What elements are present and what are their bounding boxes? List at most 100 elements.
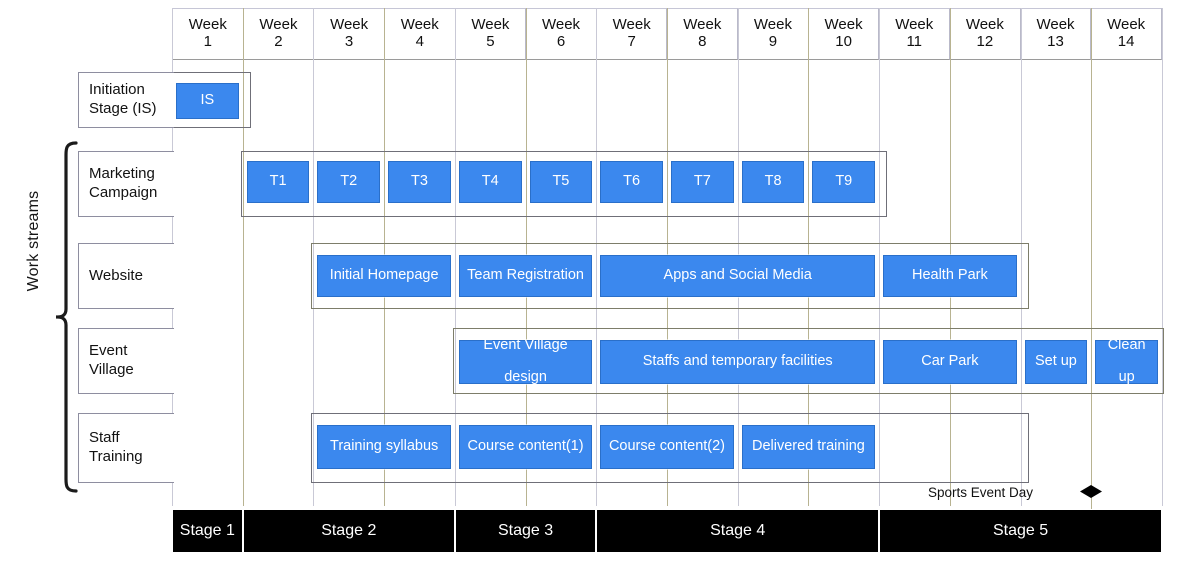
task-bar[interactable]: Car Park (883, 340, 1017, 384)
week-word: Week (895, 16, 934, 34)
task-bar-label: Health Park (911, 267, 988, 284)
week-number: 6 (556, 33, 566, 50)
grid-line (596, 8, 598, 506)
week-number: 1 (203, 33, 212, 50)
grid-line (242, 8, 244, 506)
task-bar[interactable]: Course content(2) (600, 425, 734, 469)
task-bar[interactable]: T8 (741, 161, 805, 203)
row-track-website (311, 243, 1029, 309)
row-label-text: Website (89, 266, 143, 284)
task-bar[interactable]: T4 (458, 161, 522, 203)
task-bar[interactable]: Delivered training (741, 425, 876, 469)
task-bar-label: T1 (269, 173, 287, 190)
stage-label: Stage 2 (321, 522, 377, 539)
row-track-staff-training (311, 413, 1029, 483)
task-bar-label: T7 (693, 173, 711, 190)
task-bar-label: Team Registration (467, 267, 584, 284)
week-word: Week (965, 16, 1004, 34)
row-track-event-village (452, 328, 1164, 394)
stage-label: Stage 4 (710, 522, 766, 539)
task-bar[interactable]: Initial Homepage (317, 255, 451, 297)
week-word: Week (1036, 16, 1075, 34)
stage-cell-stage-3: Stage 3 (454, 509, 597, 553)
task-bar-label: T6 (623, 173, 641, 190)
task-bar[interactable]: Staffs and temporary facilities (600, 340, 876, 384)
task-bar-label: T3 (411, 173, 428, 190)
task-bar-label: Staffs and temporary facilities (642, 353, 833, 370)
stage-label: Stage 1 (179, 522, 235, 539)
task-bar-label: Training syllabus (330, 438, 439, 455)
task-bar[interactable]: Set up (1024, 340, 1088, 384)
task-bar[interactable]: T5 (529, 161, 593, 203)
task-bar-label: Clean (1107, 337, 1146, 354)
week-word: Week (753, 16, 792, 34)
week-word: Week (1107, 16, 1146, 34)
task-bar[interactable]: T3 (388, 161, 451, 203)
milestone-guide-line (1091, 60, 1093, 509)
task-bar[interactable]: T7 (671, 161, 734, 203)
task-bar-label: Apps and Social Media (663, 267, 812, 284)
week-word: Week (330, 16, 369, 34)
task-bar-label: design (504, 368, 547, 385)
week-number: 4 (415, 33, 424, 50)
week-number: 14 (1117, 33, 1135, 50)
milestone-label: Sports Event Day (928, 485, 1034, 500)
grid-line (879, 8, 881, 506)
task-bar[interactable]: Team Registration (458, 255, 593, 297)
diamond-marker-icon (1080, 485, 1103, 498)
week-number: 7 (627, 33, 636, 50)
task-bar[interactable]: T9 (812, 161, 876, 203)
stage-cell-stage-4: Stage 4 (596, 509, 880, 553)
task-bar[interactable]: T1 (246, 161, 310, 203)
task-bar[interactable]: Health Park (883, 255, 1017, 297)
stage-strip: Stage 1 Stage 2 Stage 3 Stage 4 Stage 5 (172, 509, 1162, 553)
task-bar-label: Initial Homepage (329, 267, 439, 284)
task-bar[interactable]: IS (176, 83, 239, 119)
grid-line (1020, 8, 1022, 506)
task-bar[interactable]: Course content(1) (458, 425, 593, 469)
week-number: 11 (906, 33, 923, 50)
task-bar[interactable]: Clean up (1095, 337, 1158, 385)
task-bar-label: Course content(1) (467, 438, 584, 455)
row-track-marketing-campaign (240, 151, 888, 217)
task-bar-label: Set up (1034, 353, 1077, 370)
task-bar-label: up (1118, 368, 1135, 385)
task-bar-label: T5 (552, 173, 570, 190)
task-bar[interactable]: T2 (317, 161, 381, 203)
stage-label: Stage 3 (497, 522, 554, 539)
stage-cell-stage-5: Stage 5 (879, 509, 1162, 553)
task-bar-label: IS (200, 92, 215, 109)
week-number: 9 (768, 33, 778, 50)
week-number: 10 (835, 33, 852, 50)
task-bar-label: Course content(2) (608, 438, 726, 455)
grid-line (313, 8, 315, 506)
task-bar-label: T9 (835, 173, 853, 190)
task-bar[interactable]: T6 (600, 161, 663, 203)
task-bar[interactable]: Training syllabus (317, 425, 451, 469)
week-number: 12 (976, 33, 994, 50)
week-word: Week (612, 16, 651, 34)
task-bar-label: T2 (340, 173, 358, 190)
week-word: Week (824, 16, 863, 34)
week-word: Week (400, 16, 439, 34)
task-bar[interactable]: Apps and Social Media (600, 255, 876, 297)
